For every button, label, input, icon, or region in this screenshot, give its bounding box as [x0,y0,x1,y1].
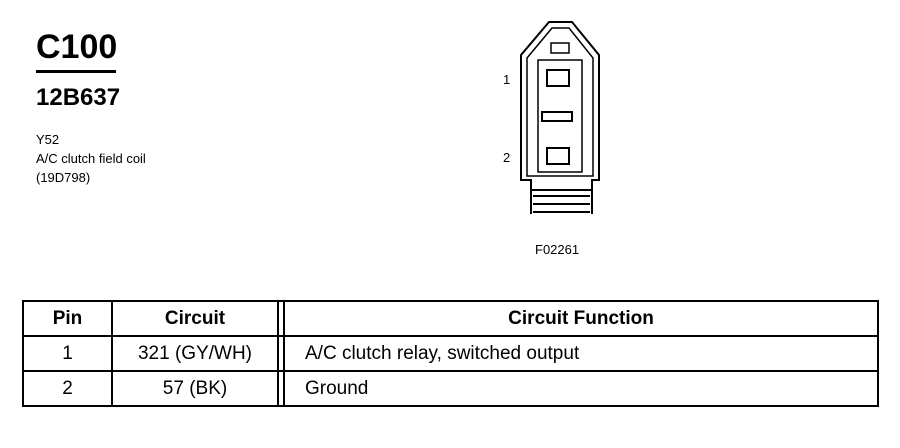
connector-housing-outline [520,21,600,191]
cell-circuit: 321 (GY/WH) [111,335,279,372]
connector-housing-inner [526,27,594,177]
figure-id: F02261 [535,242,580,257]
pin-cavity-frame [537,59,583,173]
cell-circuit: 57 (BK) [111,370,279,407]
table-row: 1 321 (GY/WH) A/C clutch relay, switched… [22,335,879,372]
terminal-key [541,111,573,122]
pin-label-2: 2 [503,150,511,165]
connector-id-underline [36,70,116,73]
header-separator [277,300,285,337]
description-line: Y52 [36,132,60,147]
description-line: (19D798) [36,170,91,185]
cell-separator [277,335,285,372]
cell-function: Ground [283,370,879,407]
header-pin: Pin [22,300,113,337]
connector-id: C100 [36,28,118,66]
terminal-2 [546,147,570,165]
header-function: Circuit Function [283,300,879,337]
part-number: 12B637 [36,84,121,111]
cell-pin: 1 [22,335,113,372]
table-row: 2 57 (BK) Ground [22,370,879,407]
connector-description: Y52 A/C clutch field coil (19D798) [36,130,146,187]
table-header-row: Pin Circuit Circuit Function [22,300,879,337]
connector-drawing [520,21,600,214]
description-line: A/C clutch field coil [36,151,146,166]
cell-pin: 2 [22,370,113,407]
latch-tab [550,42,570,54]
pinout-table: Pin Circuit Circuit Function 1 321 (GY/W… [22,300,879,407]
pin-label-1: 1 [503,72,511,87]
cell-function: A/C clutch relay, switched output [283,335,879,372]
cell-separator [277,370,285,407]
terminal-1 [546,69,570,87]
header-circuit: Circuit [111,300,279,337]
